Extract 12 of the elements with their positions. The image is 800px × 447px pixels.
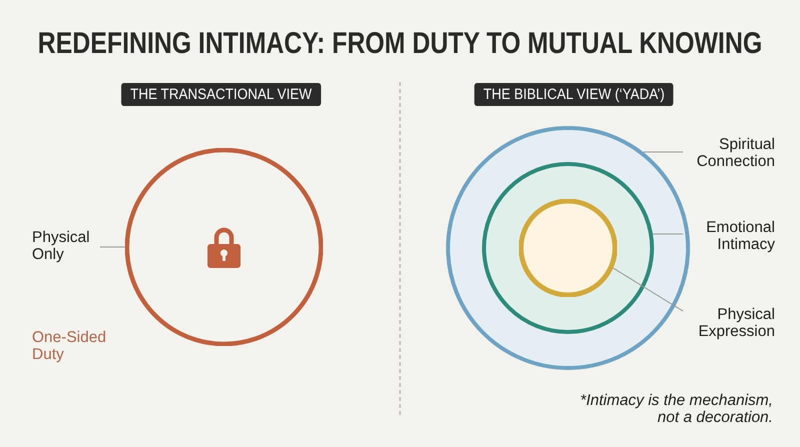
section-header: THE TRANSACTIONAL VIEW bbox=[121, 83, 321, 106]
callout-label: Emotional Intimacy bbox=[685, 219, 775, 253]
title: REDEFINING INTIMACY: FROM DUTY TO MUTUAL KNOWING bbox=[38, 29, 762, 59]
section-header: THE BIBLICAL VIEW (‘YADA’) bbox=[474, 83, 674, 106]
callout-label: Physical Only bbox=[32, 229, 98, 263]
middle-circle bbox=[482, 162, 654, 334]
callout-label: Physical Expression bbox=[685, 306, 775, 340]
outer-circle bbox=[446, 126, 690, 370]
annotation-text: One-Sided Duty bbox=[32, 329, 108, 363]
leader-line bbox=[100, 246, 126, 248]
footnote: *Intimacy is the mechanism, not a decoration. bbox=[579, 392, 773, 426]
callout-label: Spiritual Connection bbox=[685, 136, 775, 170]
